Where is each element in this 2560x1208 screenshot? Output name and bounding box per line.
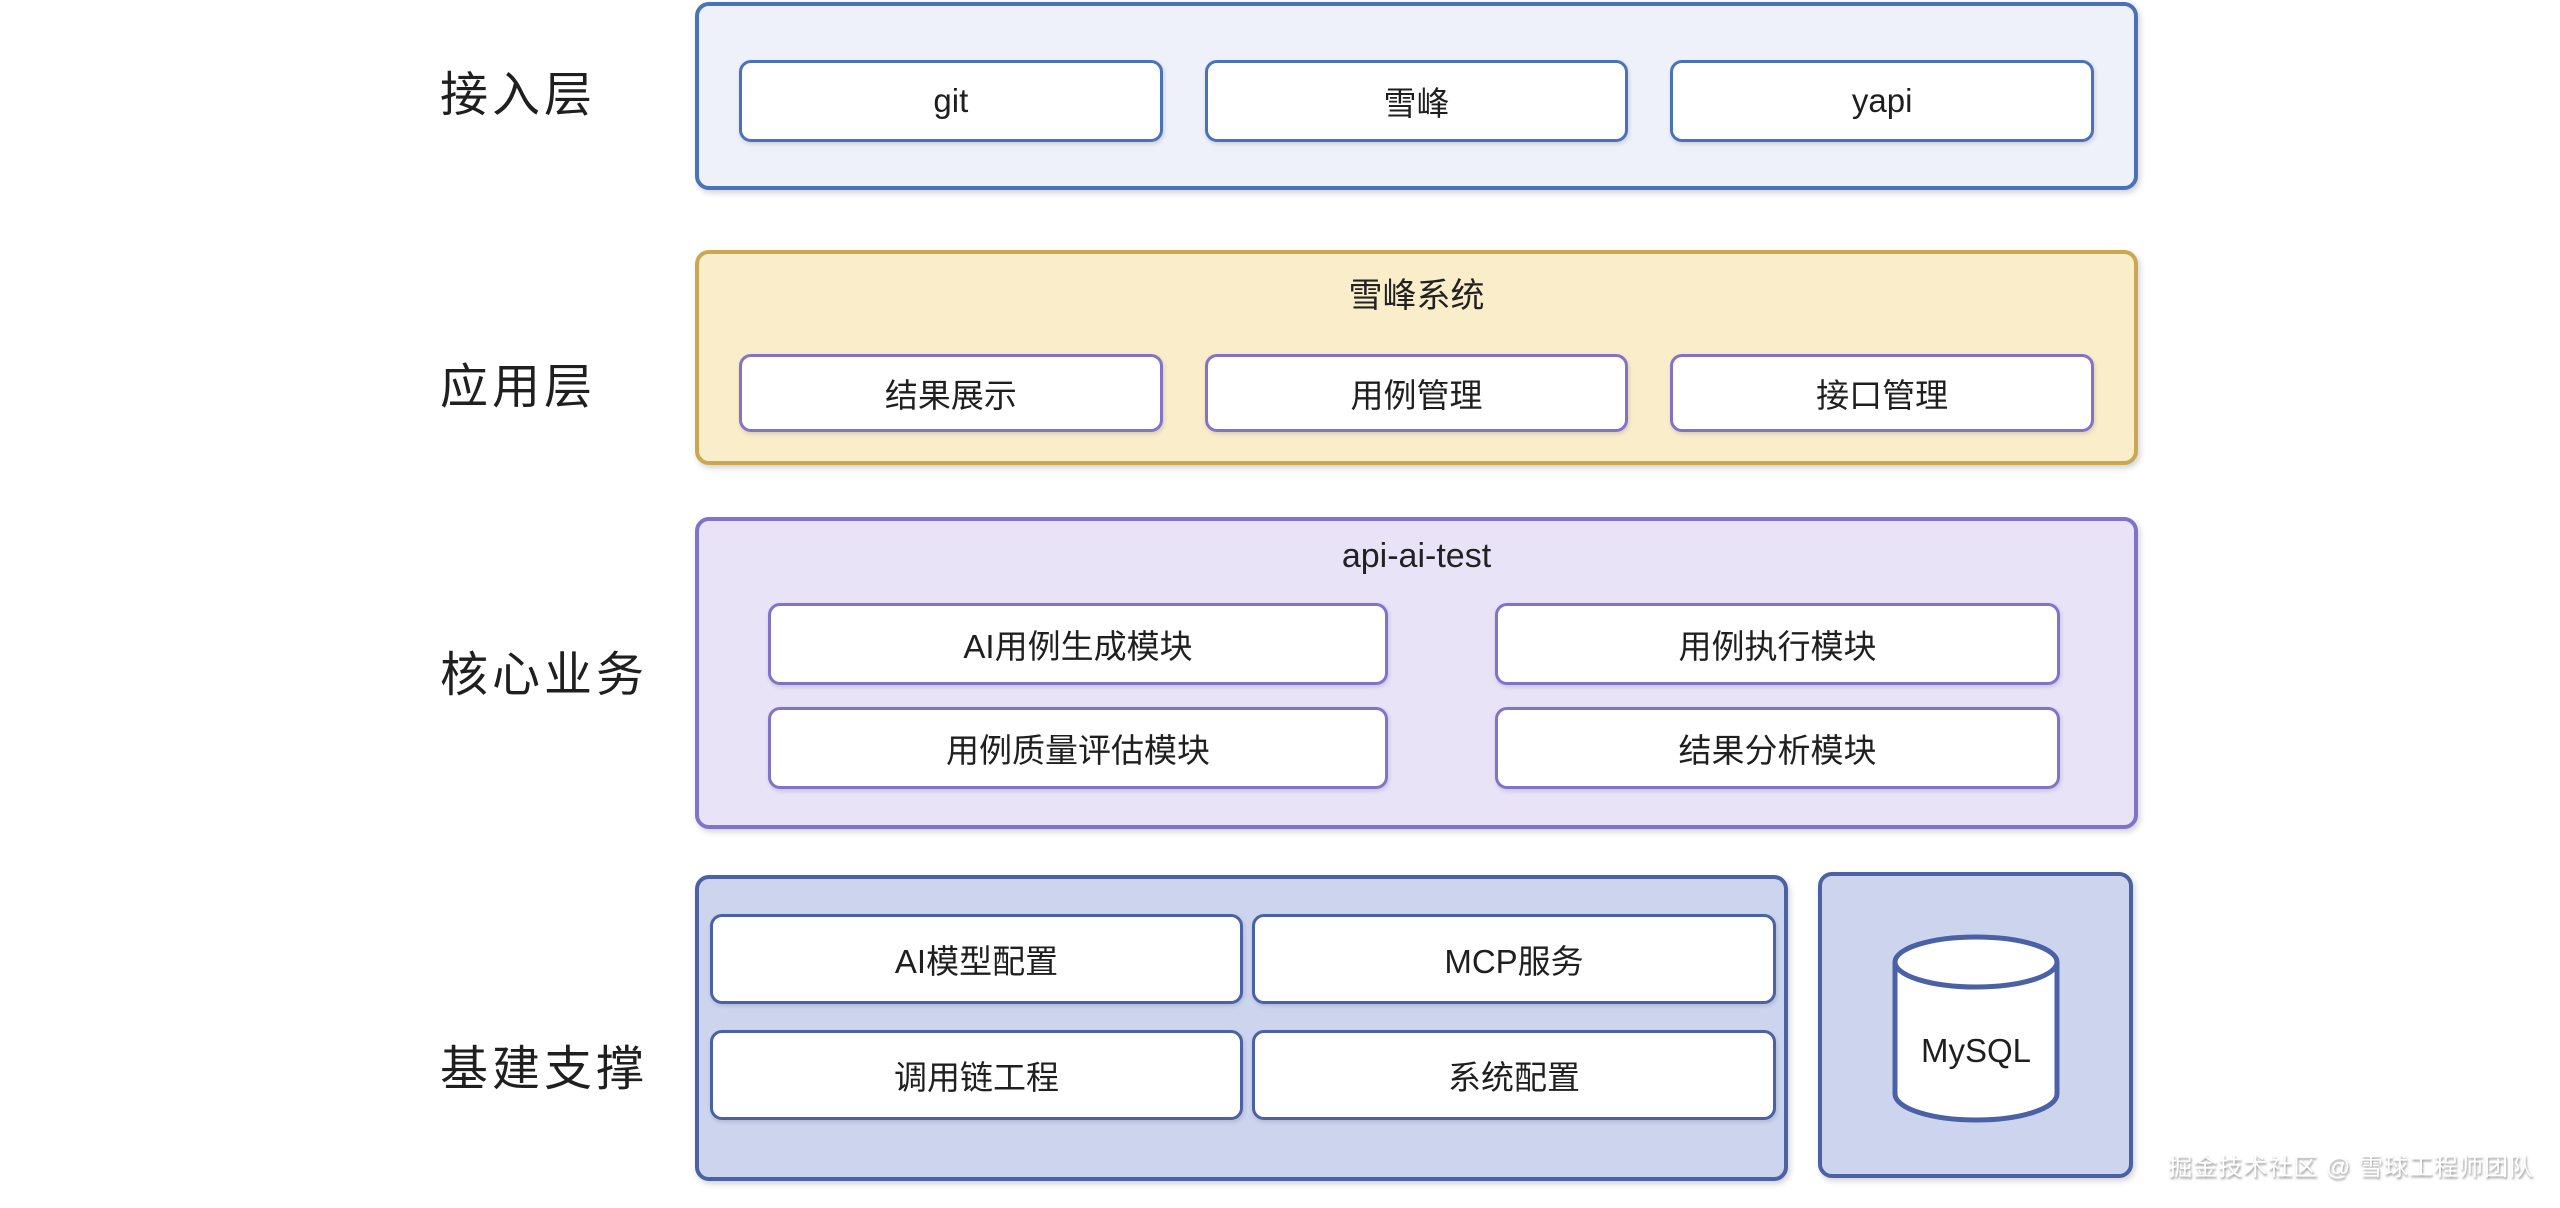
application-system-title: 雪峰系统 bbox=[1348, 277, 1485, 315]
layer-label-application: 应用层 bbox=[440, 361, 597, 414]
infrastructure-boxes: AI模型配置 MCP服务 调用链工程 系统配置 bbox=[710, 914, 1776, 1120]
access-layer-container: git 雪峰 yapi bbox=[695, 2, 2138, 190]
box-mcp-service: MCP服务 bbox=[1252, 914, 1776, 1004]
box-trace-engineering: 调用链工程 bbox=[710, 1030, 1243, 1120]
database-cylinder-icon: MySQL bbox=[1892, 934, 2059, 1123]
infrastructure-container: AI模型配置 MCP服务 调用链工程 系统配置 bbox=[695, 875, 1788, 1181]
box-xuefeng: 雪峰 bbox=[1204, 60, 1629, 142]
box-case-quality-eval: 用例质量评估模块 bbox=[768, 707, 1388, 789]
box-api-management: 接口管理 bbox=[1670, 354, 2095, 432]
box-result-analysis: 结果分析模块 bbox=[1495, 707, 2060, 789]
core-service-title: api-ai-test bbox=[1341, 537, 1492, 575]
layer-label-core: 核心业务 bbox=[440, 649, 649, 702]
box-system-config: 系统配置 bbox=[1252, 1030, 1776, 1120]
box-case-execution: 用例执行模块 bbox=[1495, 603, 2060, 685]
application-layer-boxes: 结果展示 用例管理 接口管理 bbox=[739, 354, 2095, 432]
mysql-label: MySQL bbox=[1920, 1032, 2030, 1069]
core-business-boxes: AI用例生成模块 用例执行模块 用例质量评估模块 结果分析模块 bbox=[768, 603, 2060, 789]
box-ai-case-generation: AI用例生成模块 bbox=[768, 603, 1388, 685]
box-git: git bbox=[739, 60, 1163, 142]
layer-label-infra: 基建支撑 bbox=[440, 1043, 649, 1096]
box-result-display: 结果展示 bbox=[739, 354, 1163, 432]
box-case-management: 用例管理 bbox=[1204, 354, 1629, 432]
core-business-container: api-ai-test AI用例生成模块 用例执行模块 用例质量评估模块 结果分… bbox=[695, 517, 2138, 829]
watermark: 掘金技术社区 @ 雪球工程师团队 bbox=[2168, 1154, 2534, 1181]
layer-label-access: 接入层 bbox=[440, 69, 597, 122]
box-ai-model-config: AI模型配置 bbox=[710, 914, 1243, 1004]
access-layer-boxes: git 雪峰 yapi bbox=[739, 60, 2095, 142]
box-yapi: yapi bbox=[1670, 60, 2095, 142]
application-layer-container: 雪峰系统 结果展示 用例管理 接口管理 bbox=[695, 250, 2138, 465]
database-container: MySQL bbox=[1818, 872, 2133, 1178]
